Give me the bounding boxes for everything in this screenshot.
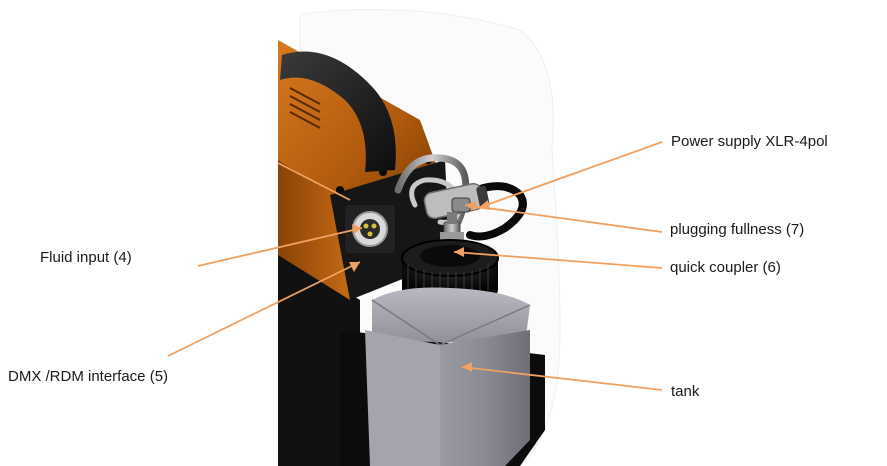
leader-lines <box>167 141 663 391</box>
device-body-top <box>278 40 440 215</box>
leader-line-tank <box>461 366 663 391</box>
carry-handle <box>280 51 396 172</box>
leader-line-power <box>477 141 663 209</box>
leader-line-fullness <box>464 204 663 233</box>
fluid-tube <box>394 154 470 236</box>
leader-line-fluid <box>197 227 363 267</box>
leader-line-top <box>277 162 351 201</box>
callout-plugging-fullness: plugging fullness (7) <box>670 221 805 238</box>
leader-line-coupler <box>453 251 663 269</box>
power-cable <box>451 182 527 241</box>
callout-dmx-interface: DMX /RDM interface (5) <box>8 368 169 385</box>
screw-icon <box>336 186 344 194</box>
device-base <box>278 250 360 466</box>
callout-fluid-input: Fluid input (4) <box>40 249 132 266</box>
fluid-input-connector <box>345 205 395 253</box>
callout-power-supply: Power supply XLR-4pol <box>671 133 828 150</box>
vent-grille <box>289 87 321 129</box>
leader-arrowheads <box>349 200 490 372</box>
callout-quick-coupler: quick coupler (6) <box>670 259 781 276</box>
leader-line-dmx <box>167 261 361 357</box>
callout-tank: tank <box>671 383 700 400</box>
fluid-tank <box>365 287 531 466</box>
